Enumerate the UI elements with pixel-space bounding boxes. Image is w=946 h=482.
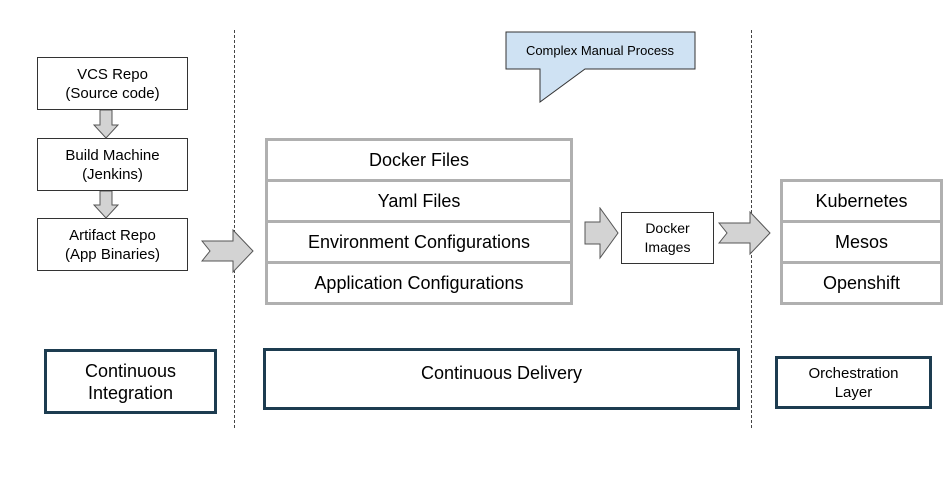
orchestrator-item-mesos: Mesos (783, 223, 940, 264)
orchestrator-item-kubernetes: Kubernetes (783, 182, 940, 223)
callout-bubble (505, 31, 696, 103)
stack-item-yaml-files: Yaml Files (268, 182, 570, 223)
stage-label-continuous-delivery: Continuous Delivery (263, 348, 740, 410)
callout-text: Complex Manual Process (525, 43, 675, 58)
down-arrow-icon (93, 191, 119, 219)
right-arrow-icon (584, 207, 619, 260)
docker-images-box: Docker Images (621, 212, 714, 264)
build-machine-box: Build Machine (Jenkins) (37, 138, 188, 191)
right-arrow-icon (718, 211, 771, 256)
down-arrow-icon (93, 110, 119, 139)
vcs-repo-box: VCS Repo (Source code) (37, 57, 188, 110)
right-arrow-icon (201, 229, 254, 274)
divider-ci-cd (234, 30, 235, 428)
stack-item-environment-configurations: Environment Configurations (268, 223, 570, 264)
orchestrator-stack: Kubernetes Mesos Openshift (780, 179, 943, 305)
stack-item-docker-files: Docker Files (268, 141, 570, 182)
orchestrator-item-openshift: Openshift (822, 272, 901, 293)
artifact-repo-box: Artifact Repo (App Binaries) (37, 218, 188, 271)
configuration-stack: Docker Files Yaml Files Environment Conf… (265, 138, 573, 305)
stage-label-continuous-integration: Continuous Integration (44, 349, 217, 414)
stage-label-orchestration-layer: Orchestration Layer (775, 356, 932, 409)
stack-item-application-configurations: Application Configurations (314, 272, 524, 293)
